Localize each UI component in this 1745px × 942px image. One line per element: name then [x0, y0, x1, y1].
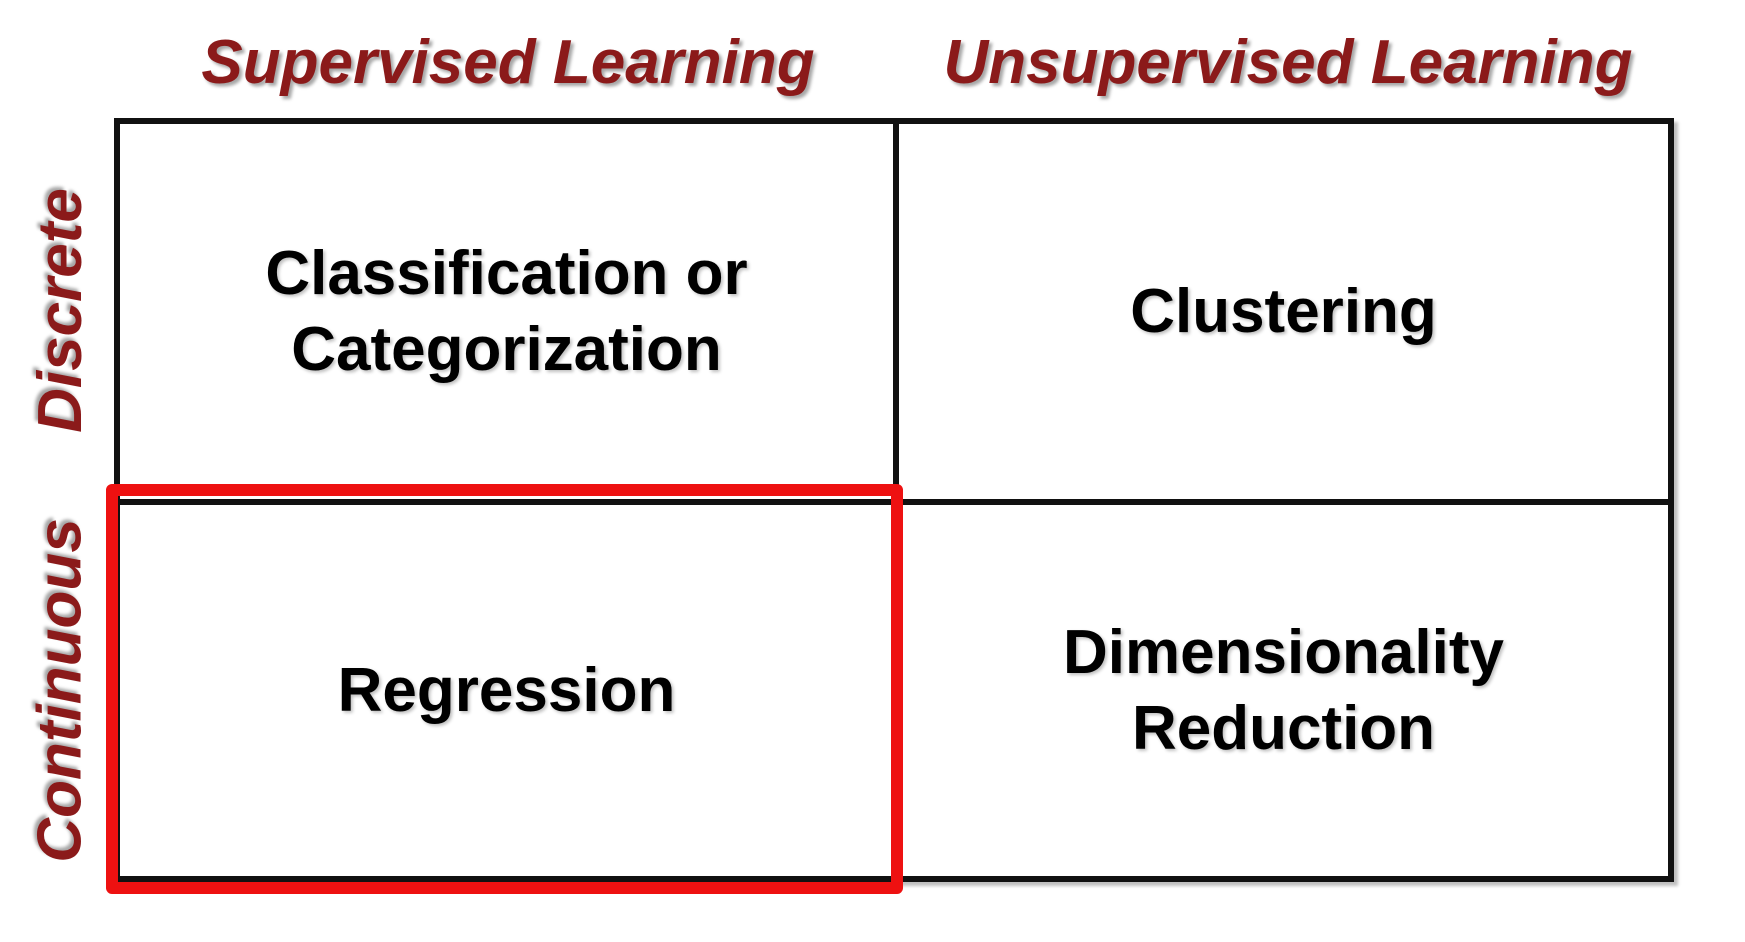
cell-clustering-label: Clustering — [1130, 276, 1437, 346]
row-header-discrete: Discrete — [25, 187, 95, 433]
row-header-continuous: Continuous — [25, 517, 95, 863]
cell-dimensionality-reduction-label: Dimensionality Reduction — [1063, 617, 1504, 763]
cell-regression: Regression — [120, 505, 893, 876]
column-header-unsupervised: Unsupervised Learning — [943, 27, 1633, 97]
row-header-continuous-container: Continuous — [20, 500, 100, 880]
cell-regression-label: Regression — [337, 655, 676, 725]
column-header-supervised: Supervised Learning — [201, 27, 815, 97]
row-header-discrete-container: Discrete — [20, 120, 100, 500]
cell-dimensionality-reduction: Dimensionality Reduction — [899, 505, 1668, 876]
cell-clustering: Clustering — [899, 124, 1668, 499]
cell-classification: Classification or Categorization — [120, 124, 893, 499]
quadrant-grid: Classification or Categorization Cluster… — [114, 118, 1674, 882]
cell-classification-label: Classification or Categorization — [265, 238, 748, 384]
